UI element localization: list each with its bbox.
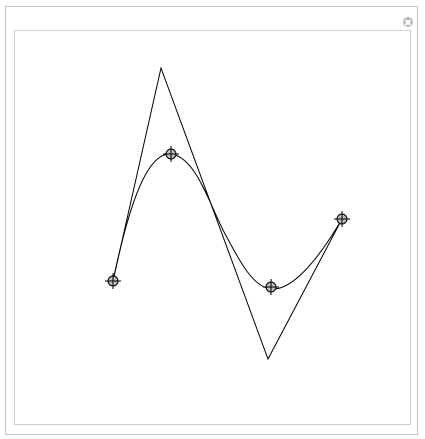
plot-area xyxy=(14,30,411,425)
locator-point-1[interactable] xyxy=(105,273,121,289)
locator-point-4[interactable] xyxy=(334,211,350,227)
interpolating-curve xyxy=(112,153,343,290)
close-icon[interactable] xyxy=(403,17,413,27)
locator-point-2[interactable] xyxy=(163,146,179,162)
locator-point-3[interactable] xyxy=(263,279,279,295)
control-polygon xyxy=(112,66,343,361)
